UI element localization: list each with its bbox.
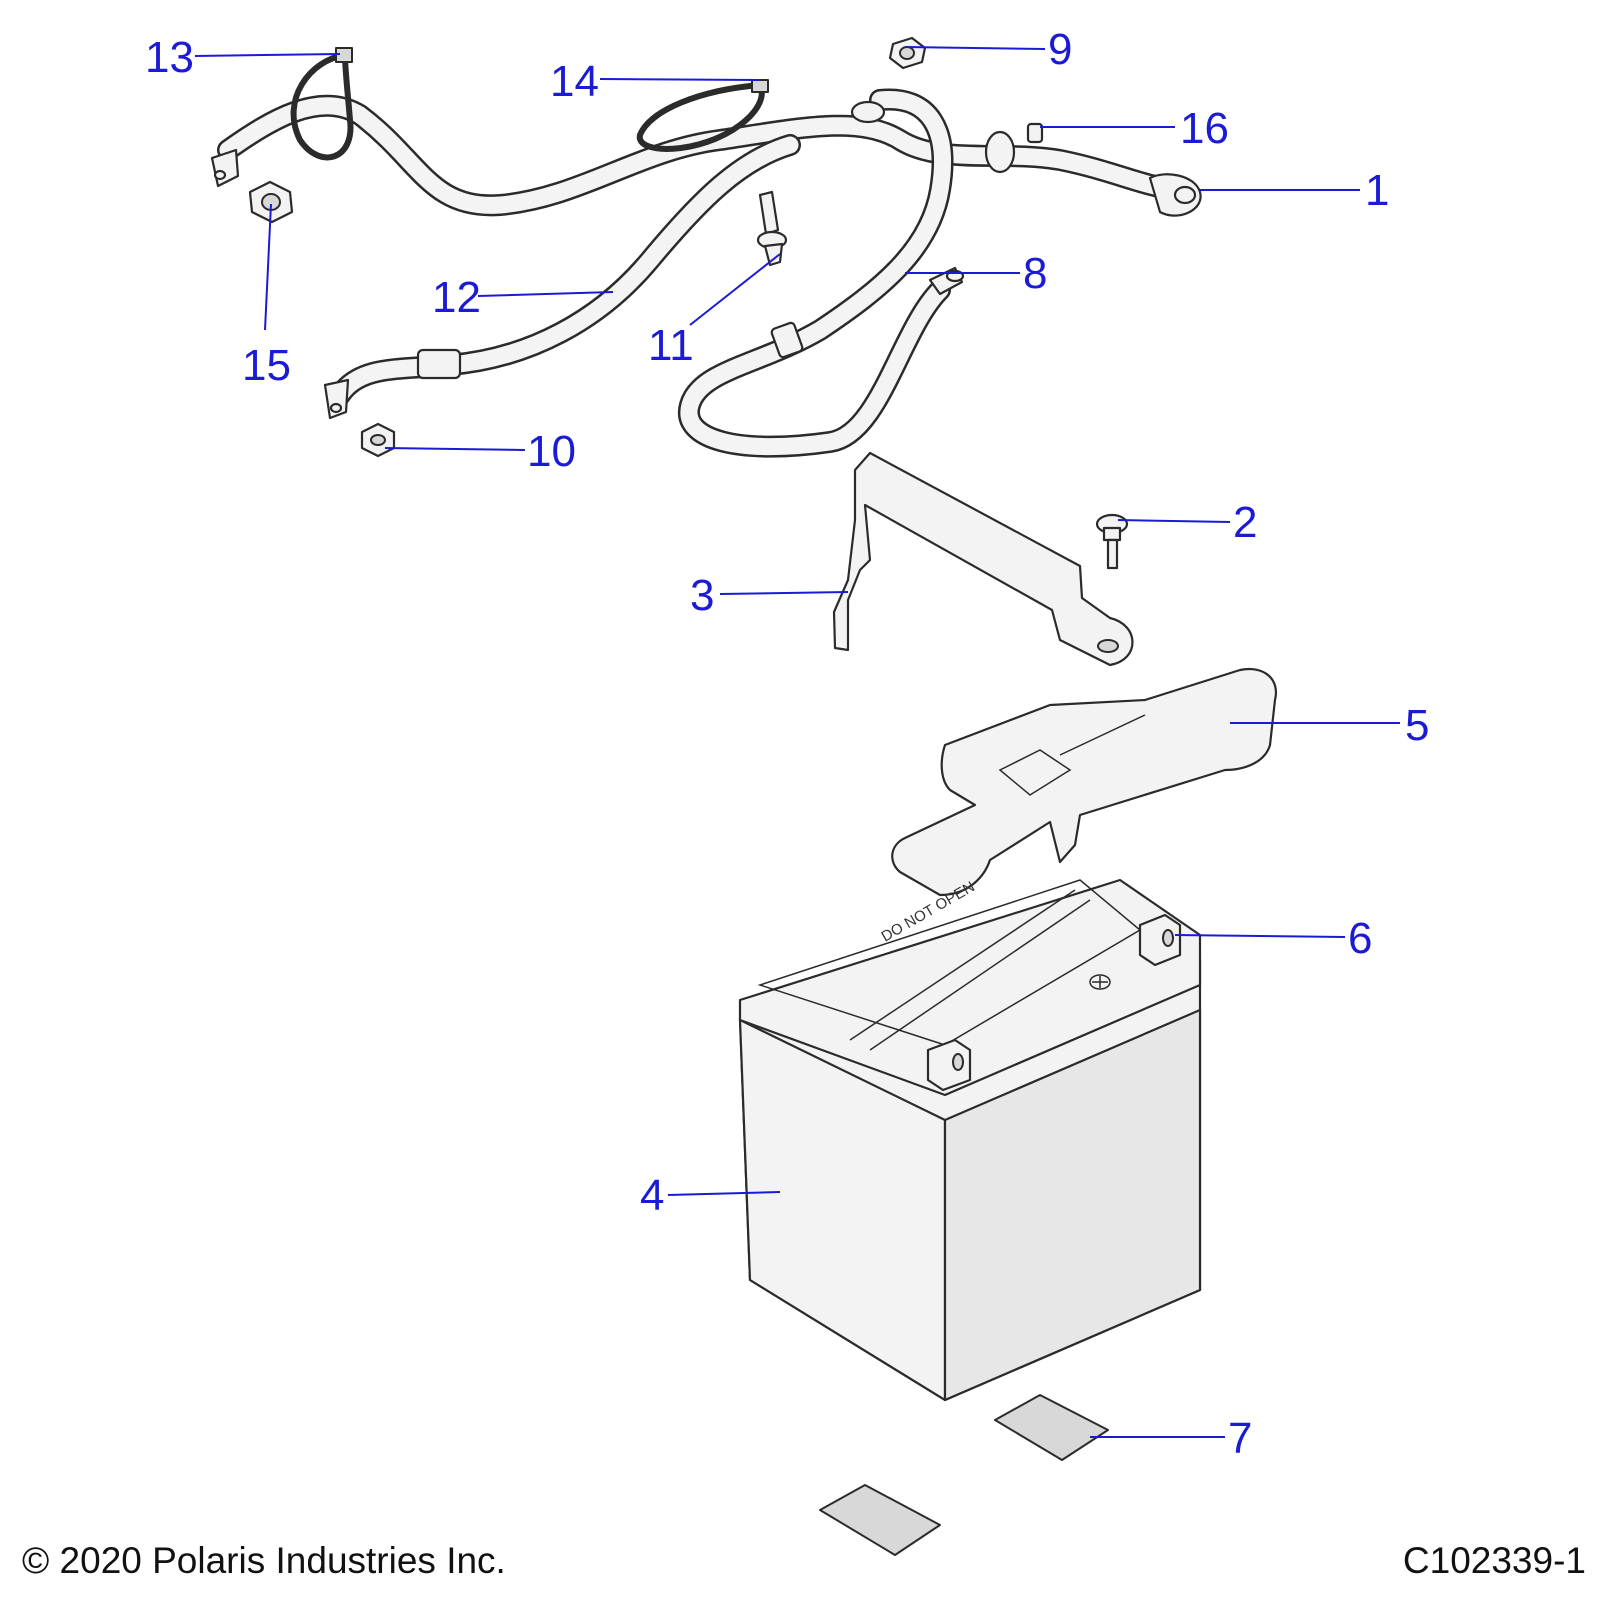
cable-12 (323, 134, 801, 420)
diagram-id: C102339-1 (1402, 1540, 1586, 1581)
callout-12: 12 (432, 273, 481, 322)
bolt-10 (360, 422, 396, 458)
bolt-2 (1095, 513, 1129, 570)
copyright-notice: © 2020 Polaris Industries Inc. (22, 1540, 506, 1581)
bracket-3 (832, 451, 1134, 667)
leader-10 (384, 447, 526, 451)
callout-13: 13 (145, 33, 194, 82)
pad-7-second (819, 1484, 941, 1556)
callout-5: 5 (1405, 701, 1429, 750)
cable-tie-13 (290, 47, 354, 161)
callout-6: 6 (1348, 914, 1372, 963)
leader-4 (667, 1191, 781, 1196)
leader-11 (689, 253, 781, 326)
leader-14 (599, 78, 761, 81)
leader-3 (719, 591, 849, 595)
leader-15 (264, 203, 272, 331)
callout-8: 8 (1023, 249, 1047, 298)
leader-9 (904, 46, 1046, 50)
pad-7 (994, 1394, 1109, 1461)
leader-13 (194, 53, 341, 57)
battery-cover-5 (891, 667, 1278, 897)
callout-9: 9 (1048, 25, 1072, 74)
leader-12 (477, 291, 614, 297)
callout-2: 2 (1233, 498, 1257, 547)
battery-4: DO NOT OPEN (738, 878, 1202, 1402)
callout-1: 1 (1365, 166, 1389, 215)
callout-3: 3 (690, 571, 714, 620)
leader-6 (1174, 934, 1346, 938)
callout-10: 10 (527, 427, 576, 476)
nut-9 (888, 36, 927, 70)
callout-14: 14 (550, 57, 599, 106)
callout-7: 7 (1228, 1414, 1252, 1463)
callout-15: 15 (242, 341, 291, 390)
nut-15 (248, 180, 294, 224)
clamp-16 (984, 122, 1044, 174)
push-pin-11 (756, 190, 788, 267)
cable-8 (678, 88, 965, 458)
leader-2 (1117, 519, 1231, 523)
leader-lines (194, 46, 1400, 1438)
callout-16: 16 (1180, 104, 1229, 153)
callout-11: 11 (648, 321, 694, 370)
callout-labels: 1 2 3 4 5 6 7 8 9 10 11 12 13 14 15 16 (145, 25, 1429, 1463)
callout-4: 4 (640, 1171, 664, 1220)
